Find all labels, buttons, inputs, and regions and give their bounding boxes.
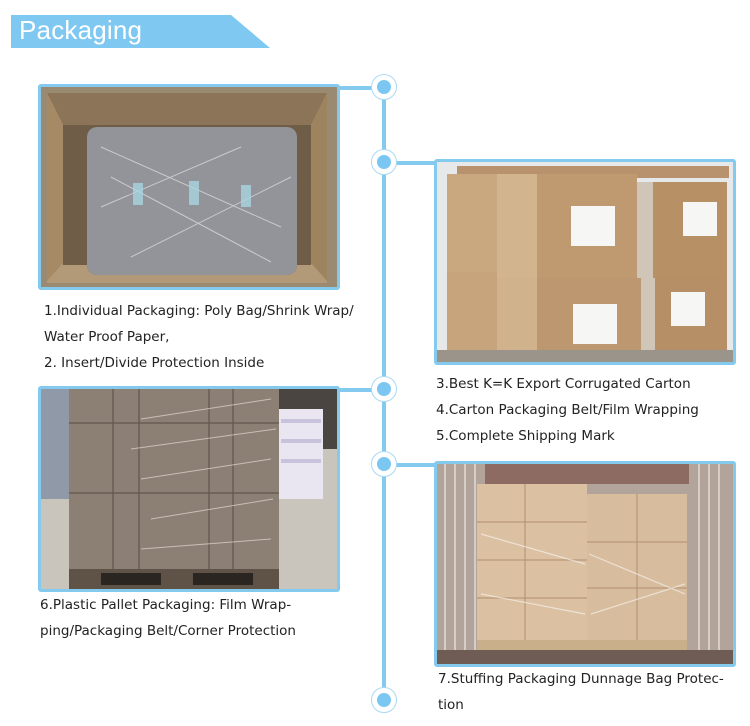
container-stuffing-image-icon bbox=[437, 464, 733, 664]
caption-line: 2. Insert/Divide Protection Inside bbox=[44, 355, 265, 371]
caption-line: 7.Stuffing Packaging Dunnage Bag Protec- bbox=[438, 671, 724, 687]
photo-individual-packaging bbox=[38, 84, 340, 290]
caption-line: 5.Complete Shipping Mark bbox=[436, 428, 615, 444]
carton-stack-image-icon bbox=[437, 162, 733, 362]
timeline-node-icon bbox=[371, 687, 397, 713]
caption-step-1: 1.Individual Packaging: Poly Bag/Shrink … bbox=[44, 298, 354, 376]
bubble-wrap-box-image-icon bbox=[41, 87, 337, 287]
photo-container-stuffing bbox=[434, 461, 736, 667]
photo-plastic-pallet bbox=[38, 386, 340, 592]
caption-line: 3.Best K=K Export Corrugated Carton bbox=[436, 376, 691, 392]
timeline-node-icon bbox=[371, 149, 397, 175]
caption-line: 6.Plastic Pallet Packaging: Film Wrap- bbox=[40, 597, 292, 613]
pallet-wrap-image-icon bbox=[41, 389, 337, 589]
section-banner bbox=[11, 15, 270, 48]
caption-step-4: 7.Stuffing Packaging Dunnage Bag Protec-… bbox=[438, 666, 724, 718]
caption-line: tion bbox=[438, 697, 464, 713]
timeline-node-icon bbox=[371, 74, 397, 100]
photo-export-cartons bbox=[434, 159, 736, 365]
caption-line: 1.Individual Packaging: Poly Bag/Shrink … bbox=[44, 303, 354, 319]
caption-line: 4.Carton Packaging Belt/Film Wrapping bbox=[436, 402, 699, 418]
timeline-node-icon bbox=[371, 376, 397, 402]
connector-step-4 bbox=[396, 463, 436, 467]
connector-step-2 bbox=[396, 161, 436, 165]
page-title: Packaging bbox=[19, 15, 143, 45]
timeline-node-icon bbox=[371, 451, 397, 477]
caption-line: Water Proof Paper, bbox=[44, 329, 170, 345]
caption-step-3: 6.Plastic Pallet Packaging: Film Wrap- p… bbox=[40, 592, 296, 644]
caption-line: ping/Packaging Belt/Corner Protection bbox=[40, 623, 296, 639]
caption-step-2: 3.Best K=K Export Corrugated Carton 4.Ca… bbox=[436, 371, 699, 449]
